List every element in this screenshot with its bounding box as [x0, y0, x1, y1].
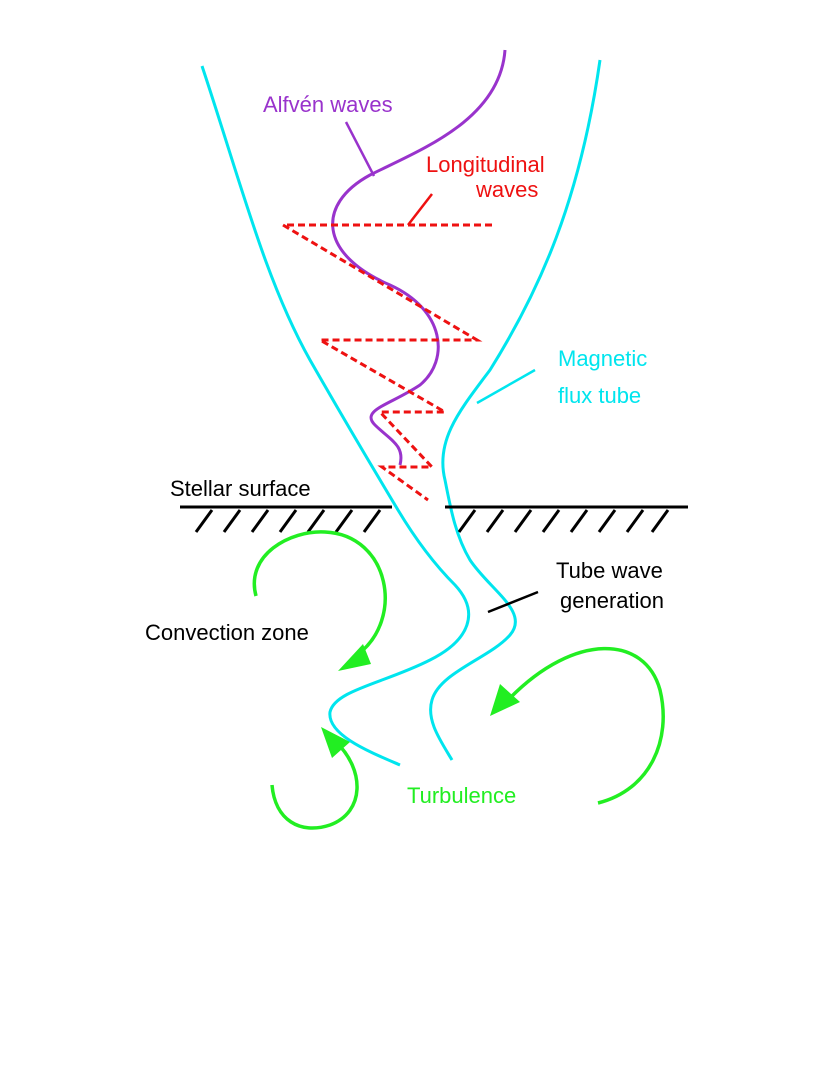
tube-wave-generation-label-line1: Tube wave: [556, 558, 663, 583]
turbulence-arrowhead-right: [490, 684, 520, 716]
stellar-surface-label: Stellar surface: [170, 476, 311, 501]
longitudinal-waves-label-line2: waves: [475, 177, 538, 202]
tube-wave-generation-label-line2: generation: [560, 588, 664, 613]
magnetic-flux-tube-label-line1: Magnetic: [558, 346, 647, 371]
convection-zone-label: Convection zone: [145, 620, 309, 645]
turbulence-arrow-upper-left: [252, 530, 387, 657]
turbulence-arrow-lower-left: [270, 740, 359, 830]
alfven-waves-label: Alfvén waves: [263, 92, 393, 117]
turbulence-arrow-right: [508, 646, 665, 805]
alfven-wave-curve: [331, 49, 507, 466]
turbulence-arrowhead-lower-left: [321, 727, 350, 758]
longitudinal-wave-zigzag: [277, 223, 492, 502]
longitudinal-waves-label-line1: Longitudinal: [426, 152, 545, 177]
turbulence-label: Turbulence: [407, 783, 516, 808]
surface-hatching: [194, 509, 670, 533]
tube-wave-leader-line: [487, 590, 539, 614]
turbulence-arrowhead-upper-left: [338, 644, 371, 671]
magnetic-flux-tube-label-line2: flux tube: [558, 383, 641, 408]
longitudinal-leader-line: [407, 193, 433, 226]
magnetic-leader-line: [476, 368, 536, 405]
alfven-leader-line: [344, 121, 376, 177]
flux-tube-left-boundary: [200, 65, 471, 767]
flux-tube-right-boundary: [429, 59, 602, 761]
